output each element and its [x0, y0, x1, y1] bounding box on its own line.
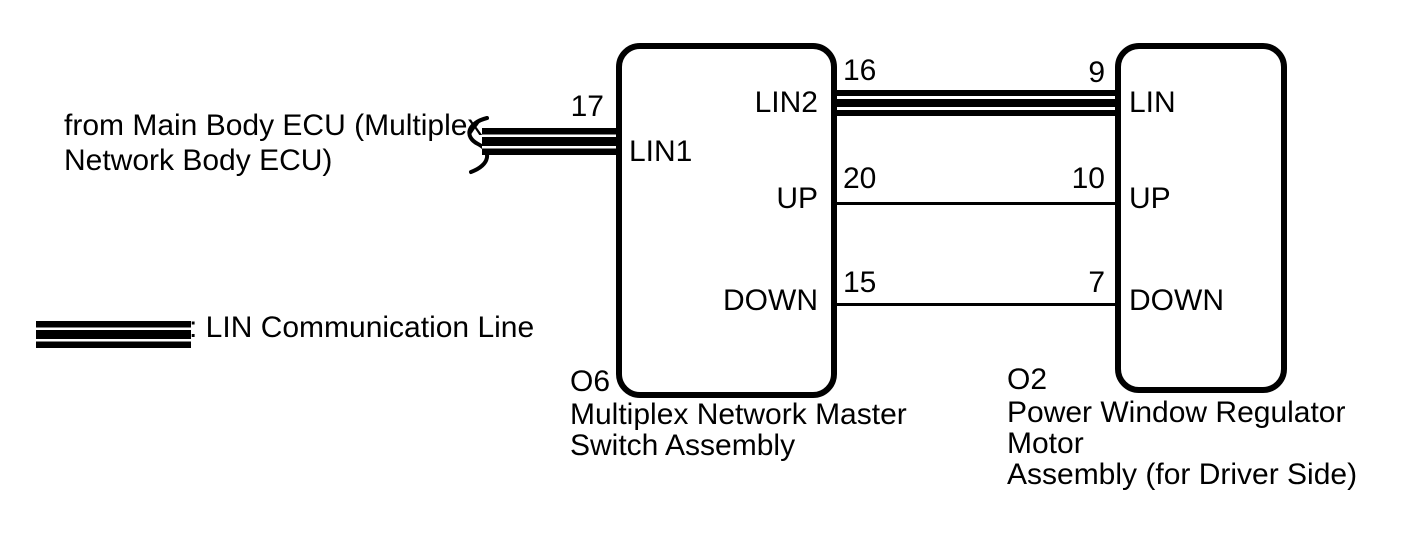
component-code-o2: O2	[1007, 363, 1048, 396]
lin-line-legend-swatch	[36, 321, 191, 348]
lin1-communication-wire	[482, 128, 618, 155]
continuation-squiggle-icon	[467, 116, 489, 174]
power-window-regulator-motor-box	[1115, 43, 1287, 393]
pin-label-lin: LIN	[1129, 86, 1176, 119]
pin-number-7: 7	[1088, 266, 1105, 299]
pin-label-lin1: LIN1	[629, 135, 693, 168]
pin-label-up-right: UP	[1129, 182, 1171, 215]
component-code-o6: O6	[570, 365, 611, 398]
down-wire	[835, 303, 1117, 306]
pin-label-lin2: LIN2	[754, 86, 818, 119]
source-note: from Main Body ECU (Multiplex Network Bo…	[64, 109, 483, 177]
pin-number-16: 16	[843, 54, 877, 87]
legend-label: : LIN Communication Line	[189, 311, 535, 344]
pin-number-20: 20	[843, 162, 877, 195]
pin-label-up-left: UP	[776, 182, 818, 215]
pin-label-down-left: DOWN	[723, 284, 818, 317]
pin-number-15: 15	[843, 266, 877, 299]
multiplex-network-master-switch-box	[616, 43, 837, 398]
up-wire	[835, 202, 1117, 205]
pin-label-down-right: DOWN	[1129, 284, 1224, 317]
pin-number-10: 10	[1071, 162, 1105, 195]
component-name-right: Power Window Regulator Motor Assembly (f…	[1007, 396, 1358, 491]
pin-number-17: 17	[570, 90, 604, 123]
component-name-left: Multiplex Network Master Switch Assembly	[570, 398, 907, 462]
lin2-to-lin-communication-wire	[835, 90, 1117, 116]
pin-number-9: 9	[1088, 56, 1105, 89]
